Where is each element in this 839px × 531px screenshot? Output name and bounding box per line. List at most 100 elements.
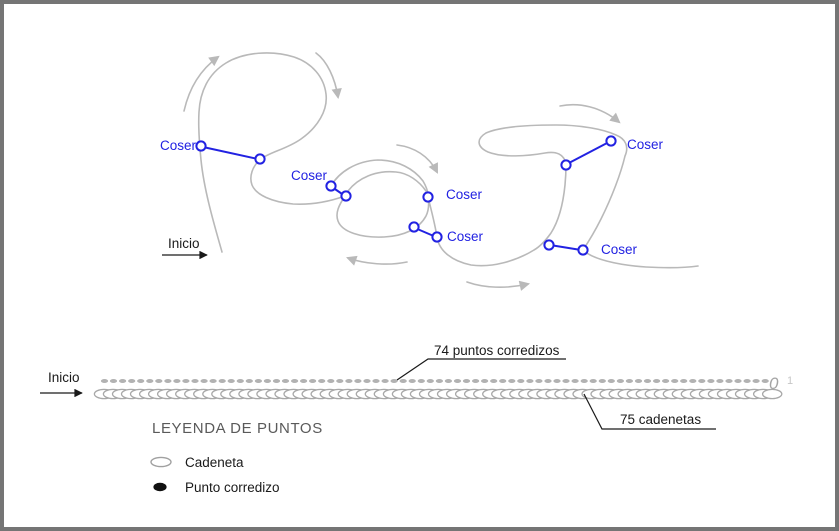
punto-corredizo-stitch [128,379,136,383]
puntos-corredizos-label: 74 puntos corredizos [434,343,560,358]
coser-label: Coser [446,187,483,202]
sew-point [605,135,617,147]
arrow-down-loop-icon [315,52,342,100]
punto-corredizo-stitch [571,379,579,383]
punto-corredizo-stitch [472,379,480,383]
punto-corredizo-stitch [562,379,570,383]
punto-corredizo-stitch [245,379,253,383]
punto-corredizo-stitch [707,379,715,383]
punto-corredizo-stitch [146,379,154,383]
punto-corredizo-stitch [535,379,543,383]
legend-item-punto-corredizo: Punto corredizo [153,480,280,495]
puntos-corredizos-callout: 74 puntos corredizos [396,343,566,381]
punto-corredizo-stitch [399,379,407,383]
punto-corredizo-stitch [743,379,751,383]
coser-labels: Coser Coser Coser Coser Coser Coser [160,137,664,257]
diagram-canvas: Coser Coser Coser Coser Coser Coser Inic… [40,52,793,495]
punto-corredizo-stitch [634,379,643,383]
punto-corredizo-stitch [481,379,489,383]
legend-item-label: Punto corredizo [185,480,280,495]
inicio-top-label: Inicio [168,236,200,251]
punto-corredizo-stitch [164,379,172,383]
punto-corredizo-stitch [462,379,471,383]
cord-inner-arc [347,170,427,192]
punto-corredizo-stitch [272,379,281,383]
punto-corredizo-stitch [300,379,308,383]
inicio-top: Inicio [162,236,208,260]
punto-corredizo-stitch [499,379,507,383]
punto-corredizo-stitch [109,379,118,383]
inicio-bottom: Inicio [40,370,83,398]
punto-corredizo-stitch [417,379,425,383]
punto-corredizo-stitch [444,379,452,383]
punto-corredizo-stitch [236,379,244,383]
punto-corredizo-stitch [490,379,498,383]
row-marker-zero: 0 [769,374,779,393]
punto-corredizo-stitch [119,379,127,383]
punto-corredizo-stitch [589,379,597,383]
punto-corredizo-symbol-icon [153,482,167,492]
punto-corredizo-stitch [173,379,181,383]
sew-point [543,239,555,251]
punto-corredizo-stitch [435,379,443,383]
legend-title: LEYENDA DE PUNTOS [152,420,323,437]
punto-corredizo-stitch [426,379,434,383]
arrow-up-left-icon [183,55,220,112]
punto-corredizo-stitch [517,379,525,383]
legend-item-cadeneta: Cadeneta [150,455,244,470]
arrow-right-bottom-icon [466,280,531,291]
punto-corredizo-stitch [191,379,199,383]
punto-corredizo-stitch [680,379,688,383]
punto-corredizo-stitch [209,379,217,383]
sew-point [325,180,337,192]
punto-corredizo-stitch [643,379,652,383]
cadeneta-stitch [761,388,783,400]
punto-corredizo-stitch [752,379,760,383]
punto-corredizo-stitch [291,379,299,383]
punto-corredizo-stitch [336,379,344,383]
punto-corredizo-stitch [390,379,398,383]
legend: LEYENDA DE PUNTOS Cadeneta Punto corredi… [150,420,323,495]
row-marker-one: 1 [787,375,793,387]
punto-corredizo-stitch [580,379,588,383]
cadeneta-symbol-icon [150,456,172,468]
punto-corredizo-stitch [734,379,742,383]
sew-point [560,159,572,171]
punto-corredizo-stitch [327,379,335,383]
punto-corredizo-stitch [453,379,462,383]
sew-point [195,140,207,152]
sew-point [408,221,420,233]
legend-item-label: Cadeneta [185,455,244,470]
arrow-top-right-icon [559,103,621,124]
punto-corredizo-stitch [345,379,353,383]
punto-corredizo-stitch [662,379,670,383]
punto-corredizo-stitch [725,379,733,383]
cadenetas-callout: 75 cadenetas [583,393,716,430]
direction-arrows [183,52,621,291]
punto-corredizo-stitch [218,379,226,383]
cadenetas-label: 75 cadenetas [620,412,701,427]
inicio-bottom-label: Inicio [48,370,80,385]
arrow-left-bottom-icon [346,255,408,266]
punto-corredizo-stitch [100,379,109,383]
punto-corredizo-stitch [761,379,769,383]
punto-corredizo-stitch [318,379,326,383]
punto-corredizo-stitch [354,379,362,383]
punto-corredizo-stitch [689,379,697,383]
punto-corredizo-stitch [137,379,145,383]
punto-corredizo-stitch [544,379,552,383]
sew-point [431,231,443,243]
punto-corredizo-stitch [553,379,561,383]
punto-corredizo-stitch [381,379,389,383]
punto-corredizo-stitch [598,379,606,383]
punto-corredizo-stitch [263,379,271,383]
coser-label: Coser [601,242,638,257]
cadenetas-leader-line [583,393,716,430]
punto-corredizo-stitch [671,379,679,383]
slip-stitch-row [100,379,769,383]
punto-corredizo-stitch [309,379,317,383]
punto-corredizo-stitch [155,379,163,383]
punto-corredizo-stitch [526,379,534,383]
punto-corredizo-stitch [227,379,235,383]
